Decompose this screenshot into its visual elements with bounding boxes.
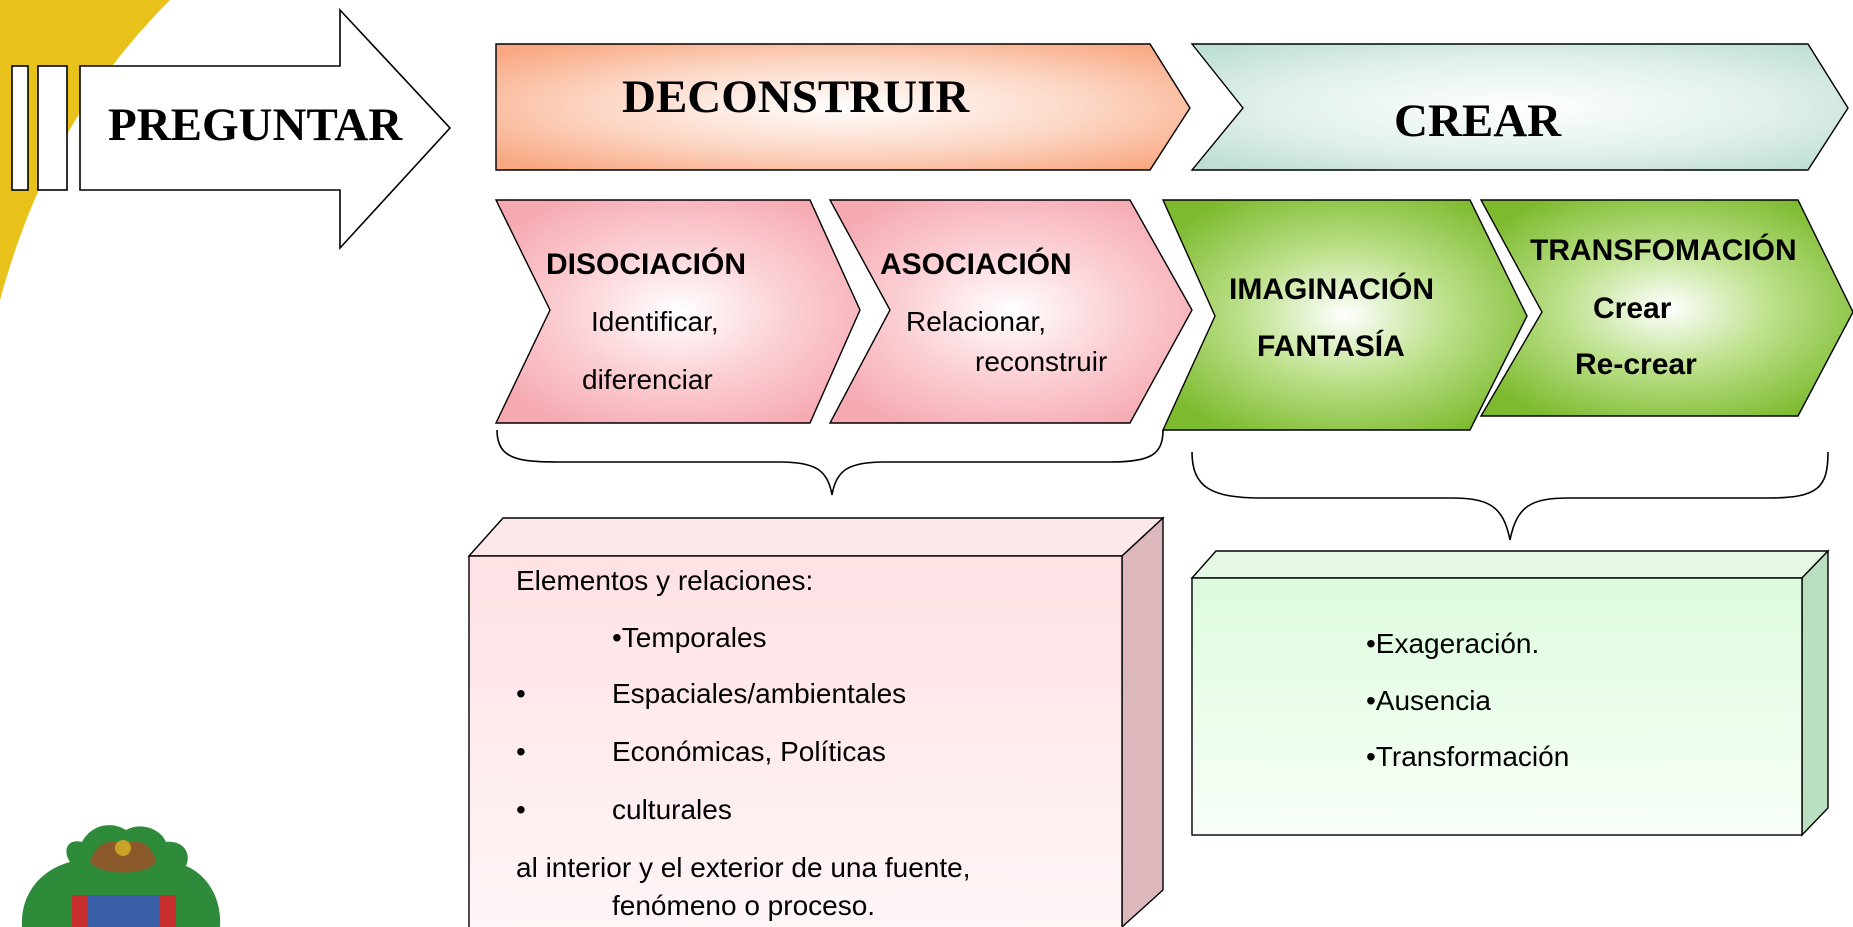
bullet-icon: • — [516, 736, 526, 767]
crear-banner — [1190, 43, 1849, 171]
right-box-item-ausencia: •Ausencia — [1366, 685, 1491, 716]
preguntar-label: PREGUNTAR — [108, 99, 403, 151]
imaginacion-chevron — [1161, 199, 1528, 431]
left-box-item-text: Espaciales/ambientales — [612, 678, 907, 709]
left-brace — [496, 429, 1164, 496]
emblem-logo — [21, 825, 221, 927]
right-box-item-exageracion: •Exageración. — [1366, 628, 1540, 659]
transformacion-line2: Re-crear — [1575, 348, 1697, 381]
disociacion-title: DISOCIACIÓN — [546, 248, 747, 281]
transformacion-line1: Crear — [1593, 292, 1672, 325]
disociacion-chevron — [494, 199, 861, 424]
left-box-item-text: culturales — [612, 794, 732, 825]
transformacion-chevron — [1479, 199, 1853, 417]
disociacion-line1: Identificar, — [591, 306, 719, 337]
bullet-icon: • — [516, 794, 526, 825]
imaginacion-title: IMAGINACIÓN — [1229, 273, 1434, 306]
disociacion-line2: diferenciar — [582, 364, 713, 395]
left-box-item-temporales: •Temporales — [612, 622, 767, 653]
left-box-footer-line1: al interior y el exterior de una fuente, — [516, 852, 971, 883]
preguntar-arrow — [11, 7, 452, 251]
asociacion-line2: reconstruir — [975, 346, 1108, 377]
crear-title: CREAR — [1394, 95, 1562, 147]
asociacion-chevron — [828, 199, 1193, 424]
left-box-item-text: Económicas, Políticas — [612, 736, 886, 767]
transformacion-title: TRANSFOMACIÓN — [1530, 234, 1797, 267]
right-info-box — [1190, 549, 1830, 837]
deconstruir-title: DECONSTRUIR — [622, 71, 970, 123]
left-box-footer-line2: fenómeno o proceso. — [612, 890, 876, 921]
left-info-box — [467, 516, 1165, 927]
deconstruir-banner — [495, 43, 1191, 171]
right-brace — [1191, 451, 1829, 541]
right-box-item-transformacion: •Transformación — [1366, 741, 1570, 772]
asociacion-line1: Relacionar, — [906, 306, 1047, 337]
imaginacion-line2: FANTASÍA — [1257, 330, 1405, 363]
bullet-icon: • — [516, 678, 526, 709]
left-box-intro: Elementos y relaciones: — [516, 565, 814, 596]
asociacion-title: ASOCIACIÓN — [880, 248, 1072, 281]
